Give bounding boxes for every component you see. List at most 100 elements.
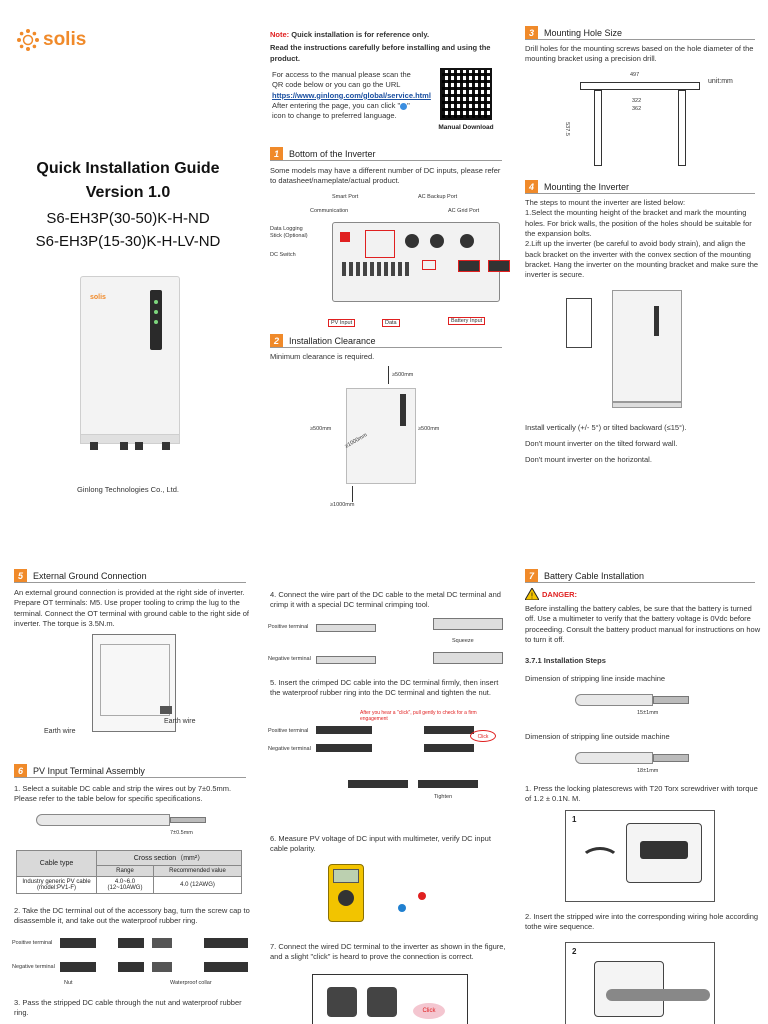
label-communication: Communication	[310, 208, 349, 214]
label-pv-input: PV Input	[328, 319, 356, 327]
device-logo: solis	[90, 294, 106, 301]
figure-1-number: 1	[572, 815, 577, 824]
td-cable-type-2: (model:PV1-F)	[36, 885, 76, 891]
qr-label: Manual Download	[438, 124, 494, 131]
step2-negative-label: Negative terminal	[12, 964, 55, 970]
crimp-negative-label: Negative terminal	[268, 656, 311, 662]
mounting-inverter-image	[566, 290, 686, 408]
brand-logo-text: solis	[43, 29, 87, 50]
section-1-header: 1 Bottom of the Inverter	[270, 147, 502, 161]
section-4-notes: Install vertically (+/- 5°) or tilted ba…	[525, 420, 757, 467]
clearance-left: ≥500mm	[310, 426, 332, 432]
note-line1: Quick installation is for reference only…	[291, 30, 430, 39]
danger-heading: ! DANGER:	[525, 588, 577, 600]
mounting-bracket-diagram: 497 322 362 537.5	[560, 72, 700, 168]
warning-triangle-icon: !	[525, 588, 539, 600]
section-5-title: External Ground Connection	[33, 570, 147, 581]
manual-access-block: For access to the manual please scan the…	[272, 70, 431, 122]
danger-text: Before installing the battery cables, be…	[525, 604, 761, 645]
dc-terminal-disassembly-image: Positive terminal Negative terminal Nut …	[12, 930, 252, 990]
td-cable-type: Industry generic PV cable(model:PV1-F)	[16, 876, 97, 894]
mount-note-1: Install vertically (+/- 5°) or tilted ba…	[525, 423, 687, 432]
cover-inverter-image: solis	[80, 276, 180, 450]
step-5-text: 5. Insert the crimped DC cable into the …	[270, 678, 499, 698]
installation-steps-title: 3.7.1 Installation Steps	[525, 656, 606, 665]
section-1-text: Some models may have a different number …	[270, 166, 501, 186]
squeeze-label: Squeeze	[452, 638, 474, 644]
clearance-right: ≥500mm	[418, 426, 440, 432]
qr-code-image	[440, 68, 492, 120]
section-3-text: Drill holes for the mounting screws base…	[525, 44, 754, 64]
language-globe-icon	[400, 102, 408, 110]
note-label: Note:	[270, 30, 290, 39]
section-6-step-3: 3. Pass the stripped DC cable through th…	[14, 998, 242, 1018]
section-3-header: 3 Mounting Hole Size	[525, 26, 755, 40]
battery-figure-1: 1	[565, 810, 715, 902]
inverter-bottom-diagram: Smart Port AC Backup Port Communication …	[270, 192, 510, 332]
section-5-header: 5 External Ground Connection	[14, 569, 246, 583]
battery-step-1: 1. Press the locking platescrews with T2…	[525, 784, 758, 804]
clearance-top: ≥500mm	[392, 372, 414, 378]
section-4-step-2: 2.Lift up the inverter (be careful to av…	[525, 239, 759, 280]
section-1-title: Bottom of the Inverter	[289, 148, 376, 159]
label-smart-port: Smart Port	[332, 194, 359, 200]
strip-dim-label: 7±0.5mm	[170, 830, 193, 836]
label-ac-backup-port: AC Backup Port	[418, 194, 458, 200]
label-logging-2: Stick (Optional)	[270, 233, 308, 239]
ground-connection-image: Earth wire Earth wire	[40, 634, 220, 744]
mount-note-3: Don't mount inverter on the horizontal.	[525, 454, 652, 464]
label-data: Data	[382, 319, 400, 327]
th-recommended: Recommended value	[153, 865, 242, 877]
section-5-text: An external ground connection is provide…	[14, 588, 249, 629]
td-range: 4.0~6.0(12~10AWG)	[96, 876, 154, 894]
section-4-number: 4	[525, 180, 538, 193]
section-2-header: 2 Installation Clearance	[270, 334, 502, 348]
note-line2: Read the instructions carefully before i…	[270, 43, 491, 63]
insert-positive-label: Positive terminal	[268, 728, 309, 734]
section-3-title: Mounting Hole Size	[544, 27, 623, 38]
after-text-2: " icon to change to preferred language.	[272, 101, 410, 121]
multimeter-image	[328, 864, 448, 926]
pv-cable-strip-image: 7±0.5mm	[36, 812, 216, 840]
note-block: Note: Quick installation is for referenc…	[270, 30, 502, 64]
section-6-step-2: 2. Take the DC terminal out of the acces…	[14, 906, 250, 926]
td-cable-type-1: Industry generic PV cable	[22, 879, 91, 885]
label-battery-input: Battery Input	[448, 317, 486, 325]
inside-strip-dim: 15±1mm	[637, 710, 659, 716]
after-text-1: After entering the page, you can click "	[272, 101, 401, 111]
earth-wire-label-2: Earth wire	[164, 718, 196, 725]
click-bubble: Click	[470, 730, 496, 742]
insert-negative-label: Negative terminal	[268, 746, 311, 752]
section-7-header: 7 Battery Cable Installation	[525, 569, 755, 583]
nut-label: Nut	[64, 980, 73, 986]
access-text: For access to the manual please scan the…	[272, 70, 411, 90]
inside-strip-text: Dimension of stripping line inside machi…	[525, 674, 666, 683]
after-click-note: After you hear a "click", pull gently to…	[360, 710, 477, 722]
section-4-steps: The steps to mount the inverter are list…	[525, 198, 759, 281]
section-6-title: PV Input Terminal Assembly	[33, 765, 145, 776]
section-4-step-1: 1.Select the mounting height of the brac…	[525, 208, 752, 239]
manual-url-link[interactable]: https://www.ginlong.com/global/service.h…	[272, 90, 431, 100]
label-logging-1: Data Logging	[270, 226, 303, 232]
brand-logo: solis	[16, 28, 86, 52]
unit-label: unit:mm	[708, 78, 733, 85]
guide-version: Version 1.0	[85, 184, 171, 201]
th-cable-type: Cable type	[16, 850, 97, 877]
model-name-1: S6-EH3P(30-50)K-H-ND	[46, 210, 210, 227]
solis-sun-icon	[17, 29, 39, 51]
earth-wire-label-1: Earth wire	[44, 728, 76, 735]
waterproof-collar-label: Waterproof collar	[170, 980, 212, 986]
label-dc-switch: DC Switch	[270, 252, 296, 258]
dim-side: 537.5	[563, 122, 570, 136]
figure-2-number: 2	[572, 947, 577, 956]
connect-terminal-image: Click	[312, 974, 468, 1024]
outside-strip-image: 18±1mm	[575, 748, 695, 778]
section-2-title: Installation Clearance	[289, 335, 376, 346]
step-6-text: 6. Measure PV voltage of DC input with m…	[270, 834, 491, 854]
clearance-diagram: ≥500mm ≥500mm ≥500mm ≥1000mm ≥1000mm	[300, 366, 480, 514]
battery-figure-2: 2	[565, 942, 715, 1024]
section-7-title: Battery Cable Installation	[544, 570, 645, 581]
section-4-header: 4 Mounting the Inverter	[525, 180, 755, 194]
dim-a: 322	[632, 98, 642, 104]
outside-strip-dim: 18±1mm	[637, 768, 659, 774]
